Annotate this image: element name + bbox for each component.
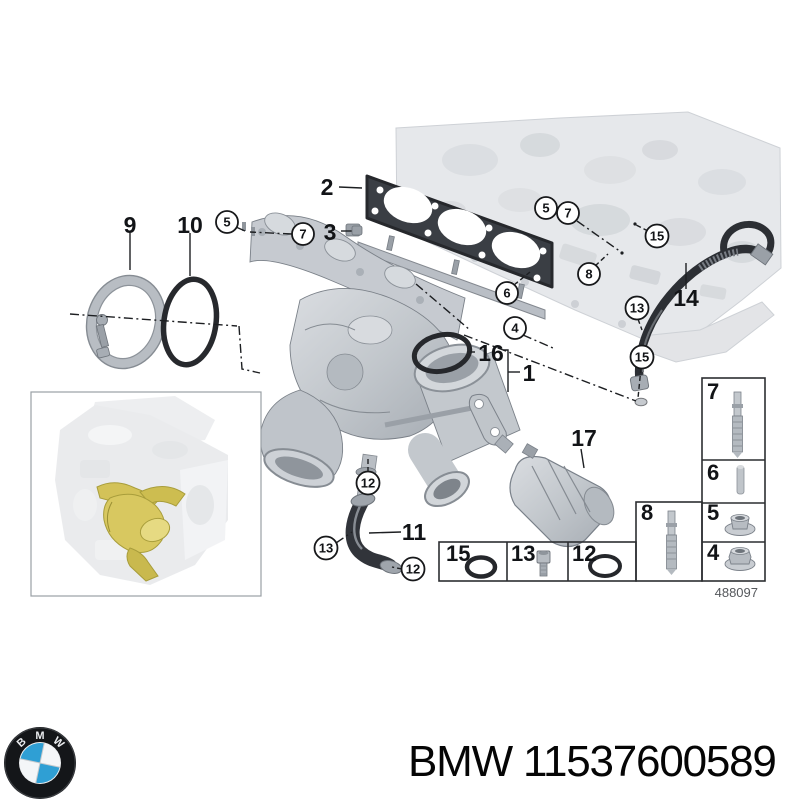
callout-circle-7a: 7 <box>291 222 315 246</box>
callout-circle-8: 8 <box>577 262 601 286</box>
leader-6 <box>513 271 531 286</box>
callout-14: 14 <box>673 285 699 311</box>
callout-circle-13a: 13 <box>624 295 650 321</box>
axis-line <box>69 313 238 327</box>
legend-part-6-pin <box>736 465 745 495</box>
svg-text:15: 15 <box>635 350 649 365</box>
part-17-actuator-drawing <box>509 443 615 548</box>
legend-part-13-bolt <box>536 550 551 577</box>
leader-15a <box>635 224 649 232</box>
callout-11: 11 <box>402 519 427 545</box>
legend-num-12: 12 <box>572 541 596 566</box>
leader-13a <box>637 318 643 331</box>
callout-circle-7b: 7 <box>556 201 580 225</box>
part-10-gasket-ring-drawing <box>160 276 220 368</box>
callout-17: 17 <box>571 425 597 451</box>
svg-text:12: 12 <box>361 476 375 491</box>
legend-num-6: 6 <box>707 460 719 485</box>
svg-text:12: 12 <box>406 562 420 577</box>
callout-circle-15b: 15 <box>629 344 655 370</box>
part-16-oring-drawing <box>411 331 473 375</box>
legend-gridlines <box>506 542 569 581</box>
callout-16: 16 <box>478 340 504 366</box>
logo-letter-m: M <box>35 730 44 742</box>
part-1-turbocharger-drawing <box>242 212 521 508</box>
svg-text:15: 15 <box>650 229 664 244</box>
legend-num-15: 15 <box>446 541 470 566</box>
legend-part-12-oring <box>588 554 622 578</box>
leader-lines <box>69 186 687 570</box>
svg-text:13: 13 <box>630 301 644 316</box>
legend-num-13: 13 <box>511 541 535 566</box>
svg-text:5: 5 <box>542 201 549 216</box>
part-9-clamp-drawing <box>85 274 167 370</box>
callout-circle-5a: 5 <box>215 210 239 234</box>
callout-circle-4: 4 <box>503 316 527 340</box>
callout-circle-12b: 12 <box>400 556 426 582</box>
circled-callouts: 5 7 5 7 15 8 6 4 13 15 12 13 12 <box>215 196 670 582</box>
callout-circle-15a: 15 <box>644 223 670 249</box>
legend-right-column <box>701 377 766 582</box>
leader-8 <box>594 253 609 267</box>
leader-7a <box>249 231 293 235</box>
leader-13b <box>335 531 353 544</box>
svg-text:6: 6 <box>503 286 510 301</box>
legend-part-7-stud <box>732 391 743 458</box>
leader-5a <box>235 226 246 232</box>
legend-num-7: 7 <box>707 379 719 404</box>
legend-num-5: 5 <box>707 500 719 525</box>
legend-bottom-row <box>438 541 637 582</box>
legend-gridlines <box>702 459 765 543</box>
legend-num-4: 4 <box>707 540 720 565</box>
legend-part-8-stud <box>666 510 677 575</box>
svg-text:7: 7 <box>299 227 306 242</box>
callout-circle-5b: 5 <box>534 196 558 220</box>
svg-text:7: 7 <box>564 206 571 221</box>
inset-engine-location <box>30 391 262 597</box>
callout-1: 1 <box>523 360 536 386</box>
callout-circle-6: 6 <box>495 281 519 305</box>
legend-table: 7 6 5 4 8 15 13 12 <box>438 377 766 582</box>
footer: B M W BMW 11537600589 <box>4 727 777 799</box>
bmw-logo: B M W <box>4 727 76 799</box>
bracket-16-1 <box>503 349 509 392</box>
axis-line <box>415 283 471 331</box>
part-number-text: BMW 11537600589 <box>408 737 776 786</box>
svg-text:4: 4 <box>511 321 519 336</box>
bolt-3 <box>351 225 363 236</box>
diagram-code: 488097 <box>715 585 758 600</box>
inset-highlighted-turbo <box>96 482 186 582</box>
part-2-manifold-gasket-drawing <box>365 174 554 289</box>
leader-dot <box>620 251 624 255</box>
svg-text:13: 13 <box>319 541 333 556</box>
leader-17 <box>580 448 585 469</box>
callout-2: 2 <box>321 174 334 200</box>
callout-labels: 2 9 10 3 14 16 1 11 17 <box>124 174 699 545</box>
leader-2 <box>338 186 363 189</box>
svg-text:5: 5 <box>223 215 230 230</box>
leader-15b <box>637 367 642 399</box>
axis-line <box>238 325 261 374</box>
leader-5b-7b <box>576 220 622 253</box>
leader-11 <box>368 531 402 534</box>
svg-text:8: 8 <box>585 267 592 282</box>
leader-dot <box>633 222 637 226</box>
callout-circle-12a: 12 <box>355 470 381 496</box>
callout-10: 10 <box>177 212 203 238</box>
leader-12b <box>391 566 403 570</box>
legend-part-4-flange-nut <box>724 547 756 571</box>
bmw-logo-quadrants <box>19 742 61 784</box>
legend-part-15-oring <box>464 555 498 579</box>
leader-4 <box>522 334 554 349</box>
callout-3: 3 <box>324 219 337 245</box>
legend-part-5-collar-nut <box>724 514 756 536</box>
callout-9: 9 <box>124 212 137 238</box>
legend-num-8: 8 <box>641 500 653 525</box>
part-11-hose-drawing <box>345 493 403 574</box>
stud-axis-line <box>463 334 637 402</box>
callout-circle-13b: 13 <box>313 535 339 561</box>
